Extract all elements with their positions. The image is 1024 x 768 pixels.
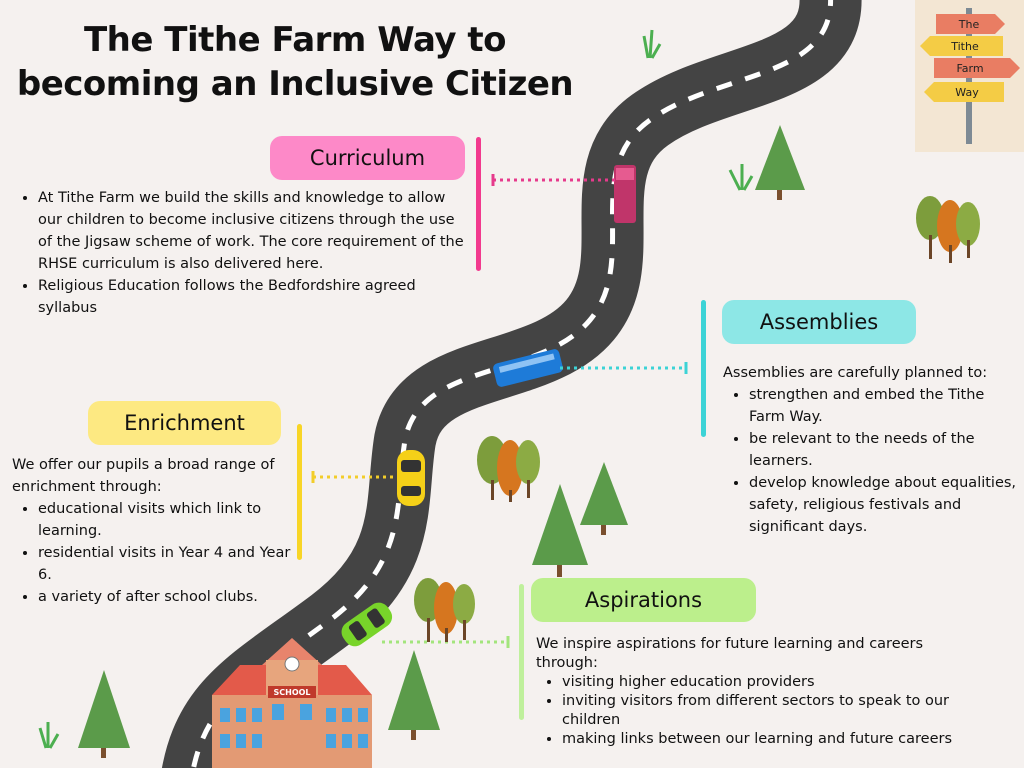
- school-icon: [212, 638, 372, 768]
- list-item: At Tithe Farm we build the skills and kn…: [38, 187, 472, 275]
- list-item: develop knowledge about equalities, safe…: [749, 472, 1019, 538]
- school-sign: SCHOOL: [273, 688, 310, 697]
- list-item: inviting visitors from different sectors…: [562, 692, 956, 730]
- list-item: educational visits which link to learnin…: [38, 498, 295, 542]
- signpost-farm: Farm: [956, 62, 983, 75]
- signpost-tithe: Tithe: [950, 40, 979, 53]
- list-item: strengthen and embed the Tithe Farm Way.: [749, 384, 1019, 428]
- list-item: be relevant to the needs of the learners…: [749, 428, 1019, 472]
- enrichment-accent-bar: [297, 424, 302, 560]
- assemblies-accent-bar: [701, 300, 706, 437]
- signpost-the: The: [958, 18, 980, 31]
- signpost-icon: [915, 0, 1024, 152]
- list-item: Religious Education follows the Bedfords…: [38, 275, 472, 319]
- aspirations-intro: We inspire aspirations for future learni…: [536, 636, 924, 671]
- list-item: a variety of after school clubs.: [38, 586, 295, 608]
- bus-icon: [493, 349, 563, 387]
- aspirations-accent-bar: [519, 584, 524, 720]
- page-title: The Tithe Farm Way to becoming an Inclus…: [16, 20, 574, 104]
- assemblies-intro: Assemblies are carefully planned to:: [723, 365, 988, 381]
- list-item: residential visits in Year 4 and Year 6.: [38, 542, 295, 586]
- green-car-icon: [341, 602, 393, 647]
- grass-icon: [38, 29, 754, 749]
- aspirations-text: We inspire aspirations for future learni…: [536, 635, 956, 749]
- list-item: making links between our learning and fu…: [562, 730, 956, 749]
- aspirations-heading: Aspirations: [531, 578, 756, 622]
- curriculum-text: At Tithe Farm we build the skills and kn…: [12, 187, 472, 319]
- assemblies-text: Assemblies are carefully planned to: str…: [723, 362, 1019, 538]
- truck-icon: [614, 165, 636, 223]
- curriculum-heading: Curriculum: [270, 136, 465, 180]
- enrichment-intro: We offer our pupils a broad range of enr…: [12, 457, 275, 495]
- curriculum-accent-bar: [476, 137, 481, 271]
- pine-tree-icon: [78, 125, 805, 758]
- signpost-way: Way: [955, 86, 979, 99]
- trees-icon: [414, 196, 980, 642]
- yellow-car-icon: [397, 450, 425, 506]
- list-item: visiting higher education providers: [562, 673, 956, 692]
- enrichment-text: We offer our pupils a broad range of enr…: [12, 454, 295, 608]
- enrichment-heading: Enrichment: [88, 401, 281, 445]
- assemblies-heading: Assemblies: [722, 300, 916, 344]
